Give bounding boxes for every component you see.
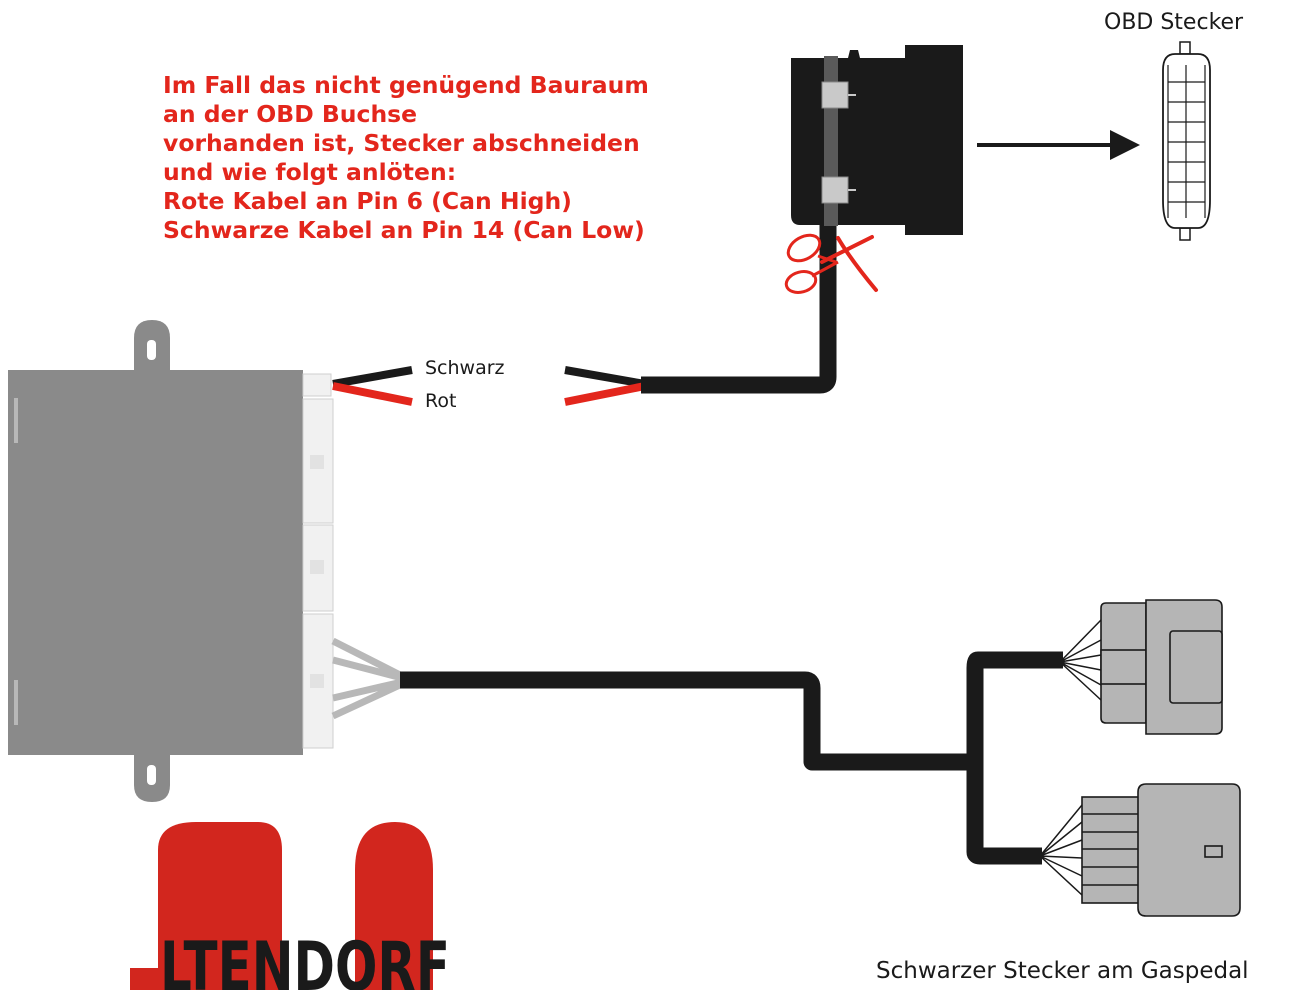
obd-plug-pin-rows — [1168, 81, 1205, 203]
module-bottom-mount-hole — [147, 765, 156, 785]
port-3-detail — [310, 674, 324, 688]
obd-connector-label: OBD Stecker — [1104, 10, 1244, 35]
red-wire-label: Rot — [425, 390, 457, 412]
obd-cable-sheath — [641, 215, 837, 394]
obd-socket — [791, 45, 963, 235]
port-2-detail — [310, 560, 324, 574]
port-1-detail — [310, 455, 324, 469]
harness-branch — [966, 651, 1063, 865]
module-edge-mark-bottom — [14, 680, 18, 725]
obd-socket-latch-bottom — [821, 176, 849, 204]
instruction-line-1: Im Fall das nicht genügend Bauraum — [163, 71, 649, 99]
black-wire-label: Schwarz — [425, 357, 505, 379]
instruction-line-2: an der OBD Buchse — [163, 100, 418, 128]
lower-connector-latch — [1204, 845, 1223, 858]
control-module — [8, 320, 334, 802]
scissors-icon — [784, 233, 878, 294]
instruction-line-3: vorhanden ist, Stecker abschneiden — [163, 129, 640, 157]
gas-pedal-connector-label: Schwarzer Stecker am Gaspedal — [876, 958, 1249, 984]
module-port-small — [302, 373, 332, 397]
logo: LTENDORF — [130, 822, 450, 995]
module-port-2 — [302, 524, 334, 612]
module-body — [8, 370, 303, 755]
obd-plug-top-tab — [1179, 41, 1191, 55]
logo-text: LTENDORF — [160, 928, 450, 990]
upper-connector-wires — [1059, 619, 1102, 701]
solder-instructions: Im Fall das nicht genügend Bauraum an de… — [163, 71, 763, 245]
obd-socket-flange — [905, 45, 963, 235]
black-wire-module — [332, 366, 413, 388]
module-edge-mark-top — [14, 398, 18, 443]
red-wire-end — [564, 382, 646, 406]
lower-connector-wires — [1039, 804, 1083, 896]
module-harness-wires — [331, 637, 404, 720]
obd-plug-bottom-tab — [1179, 227, 1191, 241]
module-wires — [332, 366, 413, 406]
main-harness-cable — [400, 671, 975, 771]
instruction-line-6: Schwarze Kabel an Pin 14 (Can Low) — [163, 216, 645, 244]
module-top-mount-hole — [147, 340, 156, 360]
obd-socket-body — [791, 50, 905, 225]
pedal-harness — [331, 619, 1102, 896]
upper-pedal-connector — [1100, 599, 1223, 735]
instruction-line-5: Rote Kabel an Pin 6 (Can High) — [163, 187, 572, 215]
obd-socket-latch-pins — [848, 94, 856, 191]
obd-cable — [564, 215, 837, 406]
instruction-line-4: und wie folgt anlöten: — [163, 158, 457, 186]
black-wire-end — [564, 366, 646, 388]
arrow-right-icon — [977, 130, 1140, 160]
obd-plug — [1162, 41, 1211, 241]
lower-pedal-connector — [1081, 783, 1241, 917]
obd-socket-latch-top — [821, 81, 849, 109]
red-wire-module — [332, 382, 413, 406]
